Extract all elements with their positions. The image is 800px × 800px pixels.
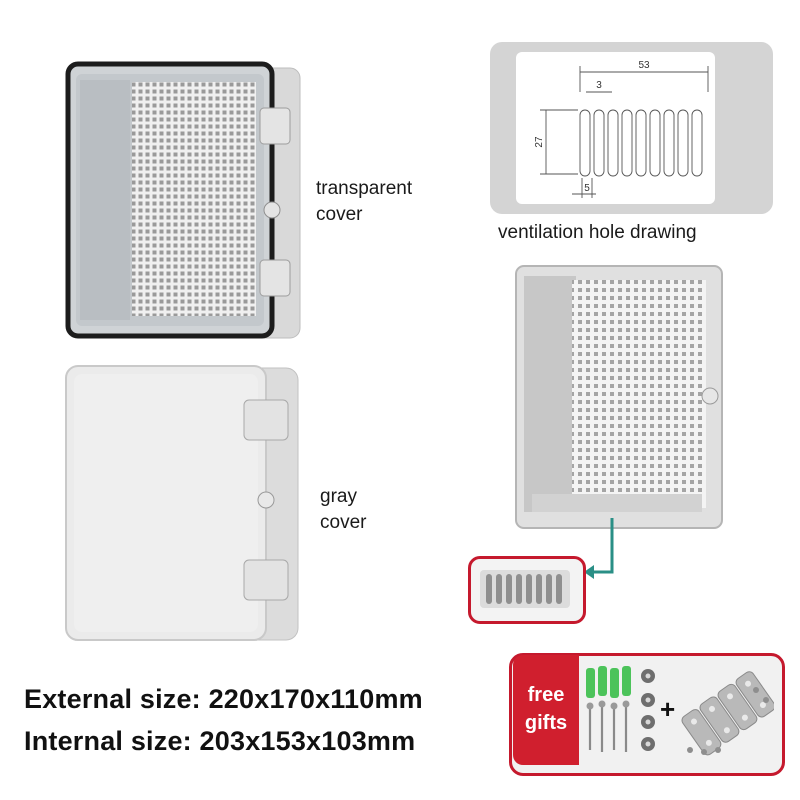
free-gifts-badge: free gifts [513, 655, 579, 765]
gray-cover-label: gray cover [320, 484, 366, 536]
gift-anchors-screws-washers-image [586, 666, 655, 752]
dim-slot-gap-label: 3 [596, 80, 602, 91]
gifts-plus-sign: + [660, 694, 676, 724]
open-box-interior-image [515, 265, 723, 529]
vent-slots-detail-graphic [480, 570, 570, 608]
internal-size-text: Internal size: 203x153x103mm [24, 726, 416, 756]
ventilation-hole-drawing: 53 3 27 5 [534, 60, 709, 198]
transparent-cover-box-image [65, 61, 301, 339]
dim-slot-width-label: 5 [584, 183, 590, 194]
vent-detail-arrow [584, 518, 614, 579]
gray-cover-label-line2: cover [320, 512, 367, 533]
dim-height-label: 27 [534, 136, 545, 148]
gray-cover-box-image [65, 365, 299, 641]
gift-mounting-brackets-image [681, 671, 774, 756]
ventilation-drawing-sheet [516, 52, 715, 204]
gray-cover-label-line1: gray [320, 486, 357, 507]
dim-width-label: 53 [638, 60, 650, 71]
transparent-cover-label: transparent cover [316, 176, 412, 228]
ventilation-caption: ventilation hole drawing [498, 222, 697, 243]
free-gifts-label-line2: gifts [524, 712, 568, 734]
transparent-cover-label-line2: cover [316, 204, 363, 225]
transparent-cover-label-line1: transparent [316, 178, 413, 199]
external-size-text: External size: 220x170x110mm [24, 684, 423, 714]
free-gifts-label-line1: free [527, 684, 565, 706]
